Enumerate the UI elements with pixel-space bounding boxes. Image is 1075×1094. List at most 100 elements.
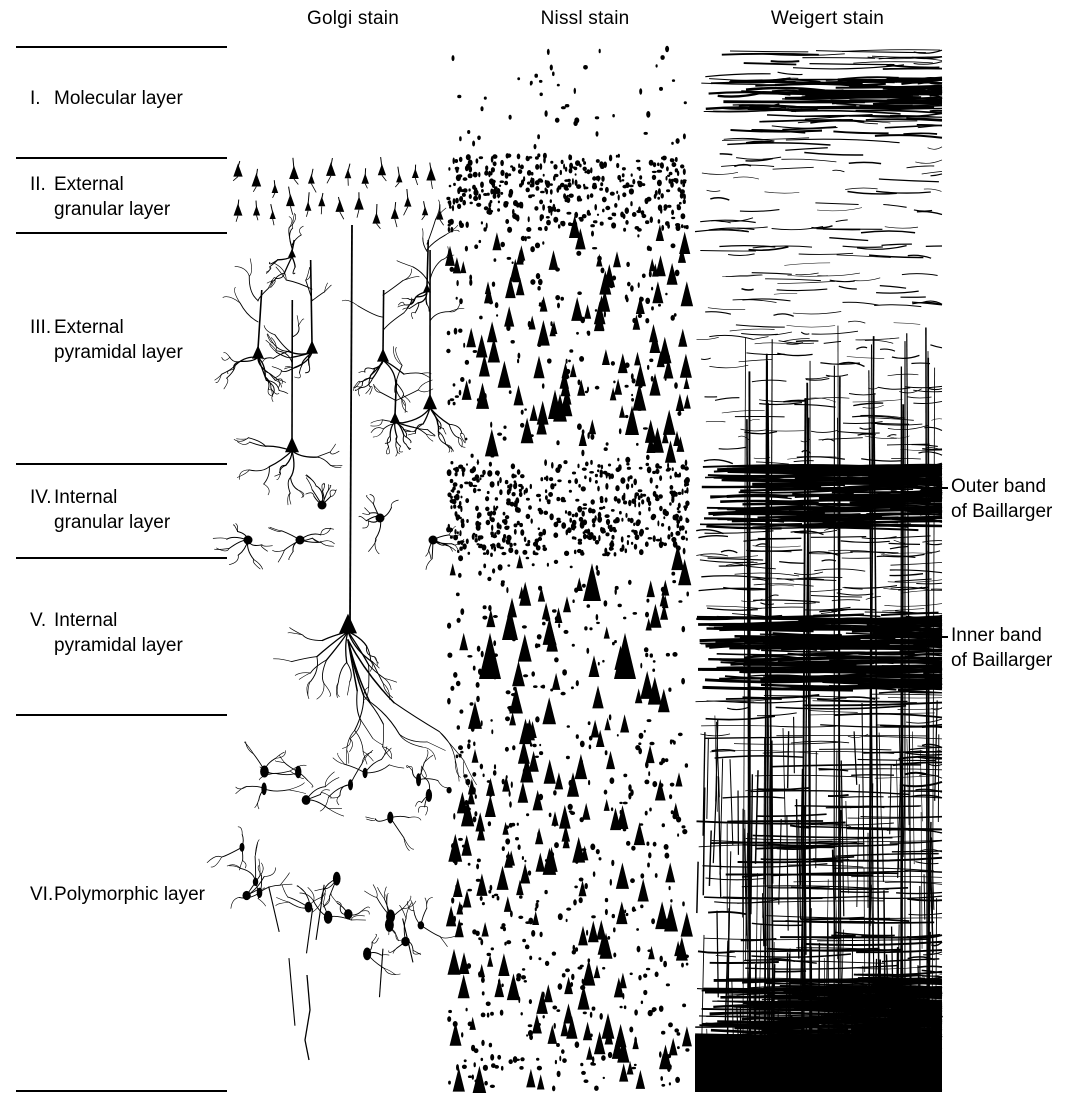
nissl-cell-body [599,187,603,191]
dendrite [362,520,369,529]
dendrite [384,678,392,690]
myelinated-fiber [749,418,760,422]
nissl-cell-body [503,534,507,539]
dendrite [288,901,309,909]
dendrite [426,234,446,250]
nissl-cell-body [476,479,480,483]
nissl-cell-body [535,545,541,551]
nissl-cell-body [594,385,600,390]
nissl-cell-body [663,208,667,211]
nissl-cell-body [494,1065,500,1069]
myelinated-fiber [704,736,803,739]
myelinated-fiber [845,671,943,676]
dendrite [420,373,431,379]
myelinated-fiber [896,891,943,895]
dendrite [330,489,337,497]
dendrite [337,752,346,765]
nissl-cell-body [493,640,497,647]
nissl-cell-body [468,188,471,192]
nissl-cell-body [664,852,670,859]
nissl-cell-body [528,999,533,1005]
nissl-cell-body [574,173,577,176]
dendrite [289,764,307,772]
nissl-cell-body [661,1083,666,1087]
dendrite [379,507,392,519]
nissl-cell-body [594,1085,599,1091]
nissl-cell-body [625,512,628,518]
layer-boundary-line [16,232,227,234]
nissl-cell-body [591,915,596,919]
nissl-cell-body [517,169,523,175]
nissl-cell-body [598,857,602,861]
nissl-cell-body [452,198,456,205]
dendrite [446,545,456,552]
dendrite [288,789,307,794]
dendrite [349,738,353,753]
nissl-cell-body [540,477,544,482]
dendrite [237,441,251,445]
nissl-cell-body [542,544,546,548]
radial-fiber-bundle [867,336,875,1093]
nissl-cell-body [487,211,493,215]
dendrite [371,359,384,379]
dendrite [263,770,291,774]
nissl-cell-body [614,378,623,395]
myelinated-fiber [790,886,909,891]
nissl-cell-body [586,929,589,936]
nissl-cell-body [490,534,494,538]
nissl-cell-body [520,202,524,209]
nissl-cell-body [622,184,628,189]
nissl-cell-body [486,609,496,628]
radial-fiber [931,837,935,910]
myelinated-fiber [732,299,777,303]
nissl-cell-body [645,318,650,324]
dendrite [395,933,403,941]
dendrite [394,364,403,393]
dendrite [259,874,263,894]
dendrite [222,296,241,304]
myelinated-fiber [849,99,943,104]
apical-dendrite [349,224,353,621]
granule-process [306,210,309,217]
nissl-cell-body [519,1066,524,1070]
granule-cell [318,196,326,207]
dendrite [422,228,424,239]
nissl-cell-body [517,634,532,662]
nissl-cell-body [623,616,627,620]
nissl-cell-body [518,915,524,919]
nissl-cell-body [538,509,544,515]
dendrite [413,426,429,431]
myelinated-fiber [792,311,842,315]
nissl-cell-body [557,479,562,483]
dendrite [234,265,250,277]
nissl-cell-body [619,510,622,515]
nissl-cell-body [568,489,573,493]
dendrite [306,474,317,487]
dendrite [223,377,229,390]
nissl-cell-body [615,485,620,492]
nissl-cell-body [535,164,540,170]
nissl-cell-body [661,704,665,708]
nissl-cell-body [538,957,542,961]
nissl-cell-body [476,695,480,703]
nissl-cell-body [445,245,455,266]
granule-cell [377,163,387,176]
dendrite [253,559,263,570]
nissl-cell-body [596,569,600,576]
dendrite [274,379,281,389]
dendrite [373,384,381,393]
radial-fiber [897,778,902,878]
myelinated-fiber [719,153,733,156]
dendrite [415,801,422,807]
nissl-cell-body [482,773,485,778]
myelinated-fiber [861,536,897,540]
granule-cell [233,203,243,216]
myelinated-fiber [733,176,759,180]
nissl-cell-body [571,297,584,321]
nissl-cell-body [479,315,483,320]
nissl-cell-body [548,492,553,497]
nissl-cell-body [551,811,559,826]
nissl-cell-body [599,506,604,510]
nissl-cell-body [509,801,512,808]
myelinated-fiber [709,364,749,369]
